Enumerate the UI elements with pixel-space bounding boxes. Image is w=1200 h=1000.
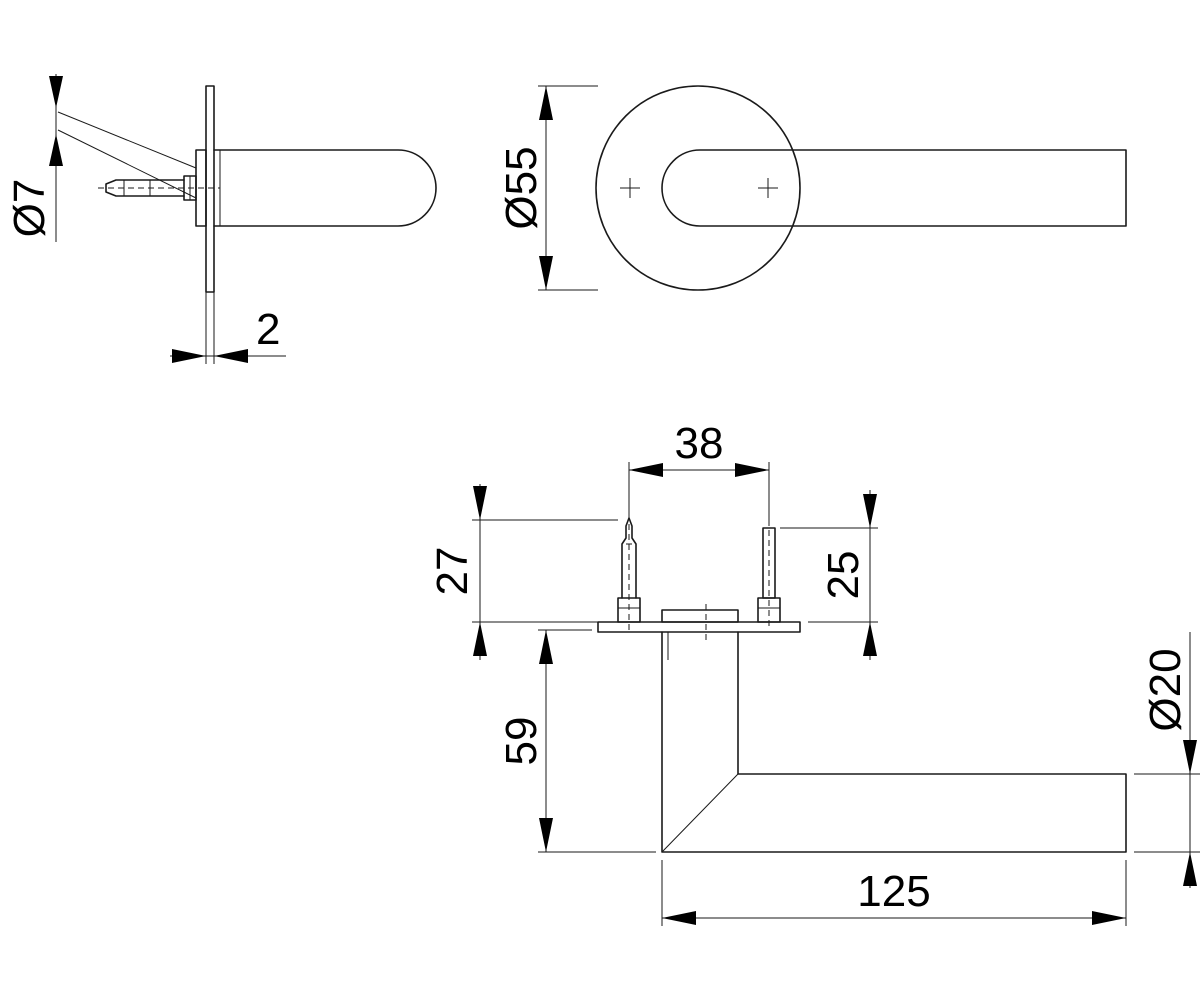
base-plate [597, 621, 801, 633]
lever-front-outline [661, 149, 1127, 227]
front-view: Ø55 [497, 85, 1127, 291]
dim-right-pin-height-label: 25 [819, 551, 868, 600]
dim-lever-length: 125 [661, 860, 1127, 926]
pin-leader-line-upper [57, 111, 197, 169]
rose-circle [595, 85, 801, 291]
dim-lever-diameter-label: Ø20 [1141, 648, 1190, 731]
dim-plate-thickness: 2 [170, 292, 286, 364]
dim-right-pin-height: 25 [780, 490, 878, 660]
dim-rose-diameter-label: Ø55 [497, 146, 546, 229]
dim-pin-diameter: Ø7 [5, 74, 63, 242]
dim-pin-diameter-label: Ø7 [5, 179, 54, 238]
dim-lever-height: 59 [497, 629, 656, 853]
dim-lever-length-label: 125 [857, 867, 930, 916]
lever-bevel-line [661, 773, 739, 853]
collar-top [661, 609, 739, 623]
lever-grip-side [213, 149, 437, 227]
right-pin [757, 520, 781, 630]
left-pin [617, 514, 641, 630]
dim-left-pin-height-label: 27 [428, 547, 477, 596]
pin-leader-line-lower [57, 129, 197, 199]
screw-mark-right [758, 178, 778, 198]
side-view: Ø7 2 [5, 74, 437, 364]
dim-rose-diameter: Ø55 [497, 85, 598, 291]
screw-mark-left [620, 178, 640, 198]
dim-left-pin-height: 27 [428, 484, 618, 660]
dim-lever-diameter: Ø20 [1134, 632, 1200, 888]
rose-plate-side [205, 85, 215, 293]
top-view: 38 27 25 59 [428, 419, 1200, 926]
dim-pin-spacing-label: 38 [675, 419, 724, 468]
dim-plate-thickness-label: 2 [256, 305, 280, 354]
dim-pin-spacing: 38 [628, 419, 770, 526]
dim-lever-height-label: 59 [497, 717, 546, 766]
fixing-pin-side [105, 179, 185, 197]
lever-top-outline [661, 631, 1127, 853]
